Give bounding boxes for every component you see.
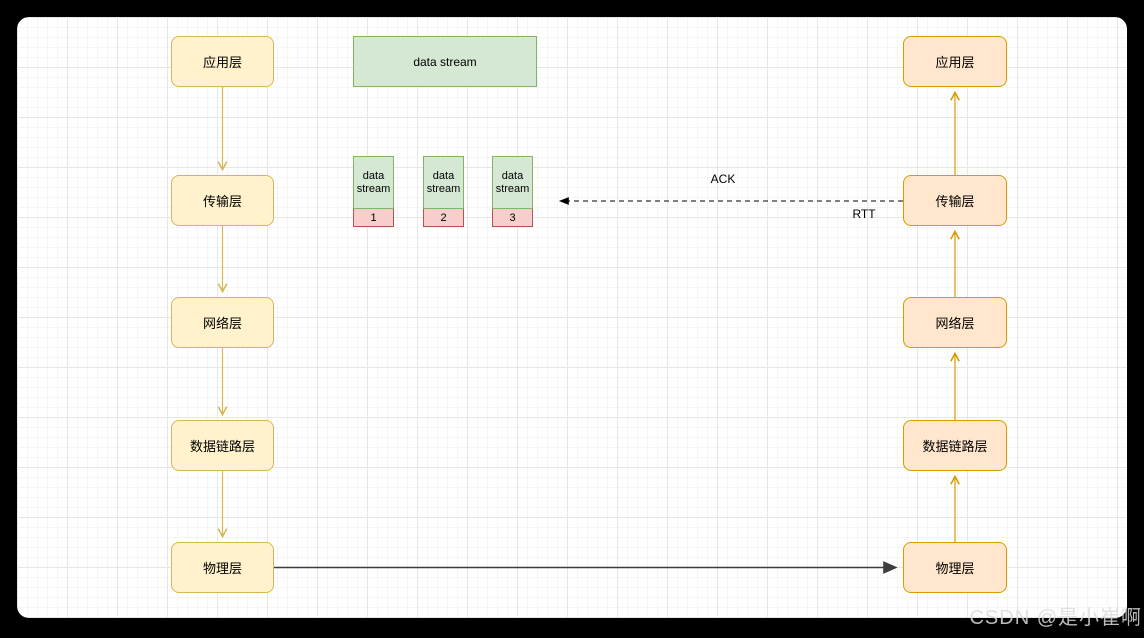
left-layer-application: 应用层 — [171, 36, 274, 87]
watermark: CSDN @是小崔啊 — [969, 607, 1142, 629]
ack-label: ACK — [710, 172, 736, 186]
left-layer-datalink: 数据链路层 — [171, 420, 274, 471]
diagram-canvas: 应用层 传输层 网络层 数据链路层 物理层 应用层 传输层 网络层 数据链路层 … — [17, 17, 1127, 618]
left-layer-network: 网络层 — [171, 297, 274, 348]
segment-2-label: data stream — [423, 156, 464, 209]
right-layer-physical: 物理层 — [903, 542, 1007, 593]
segment-2-seq: 2 — [423, 209, 464, 227]
right-layer-application: 应用层 — [903, 36, 1007, 87]
segment-1-label: data stream — [353, 156, 394, 209]
segment-1: data stream 1 — [353, 156, 394, 227]
segment-3-label: data stream — [492, 156, 533, 209]
rtt-label: RTT — [852, 207, 876, 221]
right-layer-datalink: 数据链路层 — [903, 420, 1007, 471]
right-layer-network: 网络层 — [903, 297, 1007, 348]
segment-3: data stream 3 — [492, 156, 533, 227]
segment-3-seq: 3 — [492, 209, 533, 227]
data-stream-box: data stream — [353, 36, 537, 87]
right-layer-transport: 传输层 — [903, 175, 1007, 226]
segment-2: data stream 2 — [423, 156, 464, 227]
left-layer-transport: 传输层 — [171, 175, 274, 226]
left-layer-physical: 物理层 — [171, 542, 274, 593]
segment-1-seq: 1 — [353, 209, 394, 227]
